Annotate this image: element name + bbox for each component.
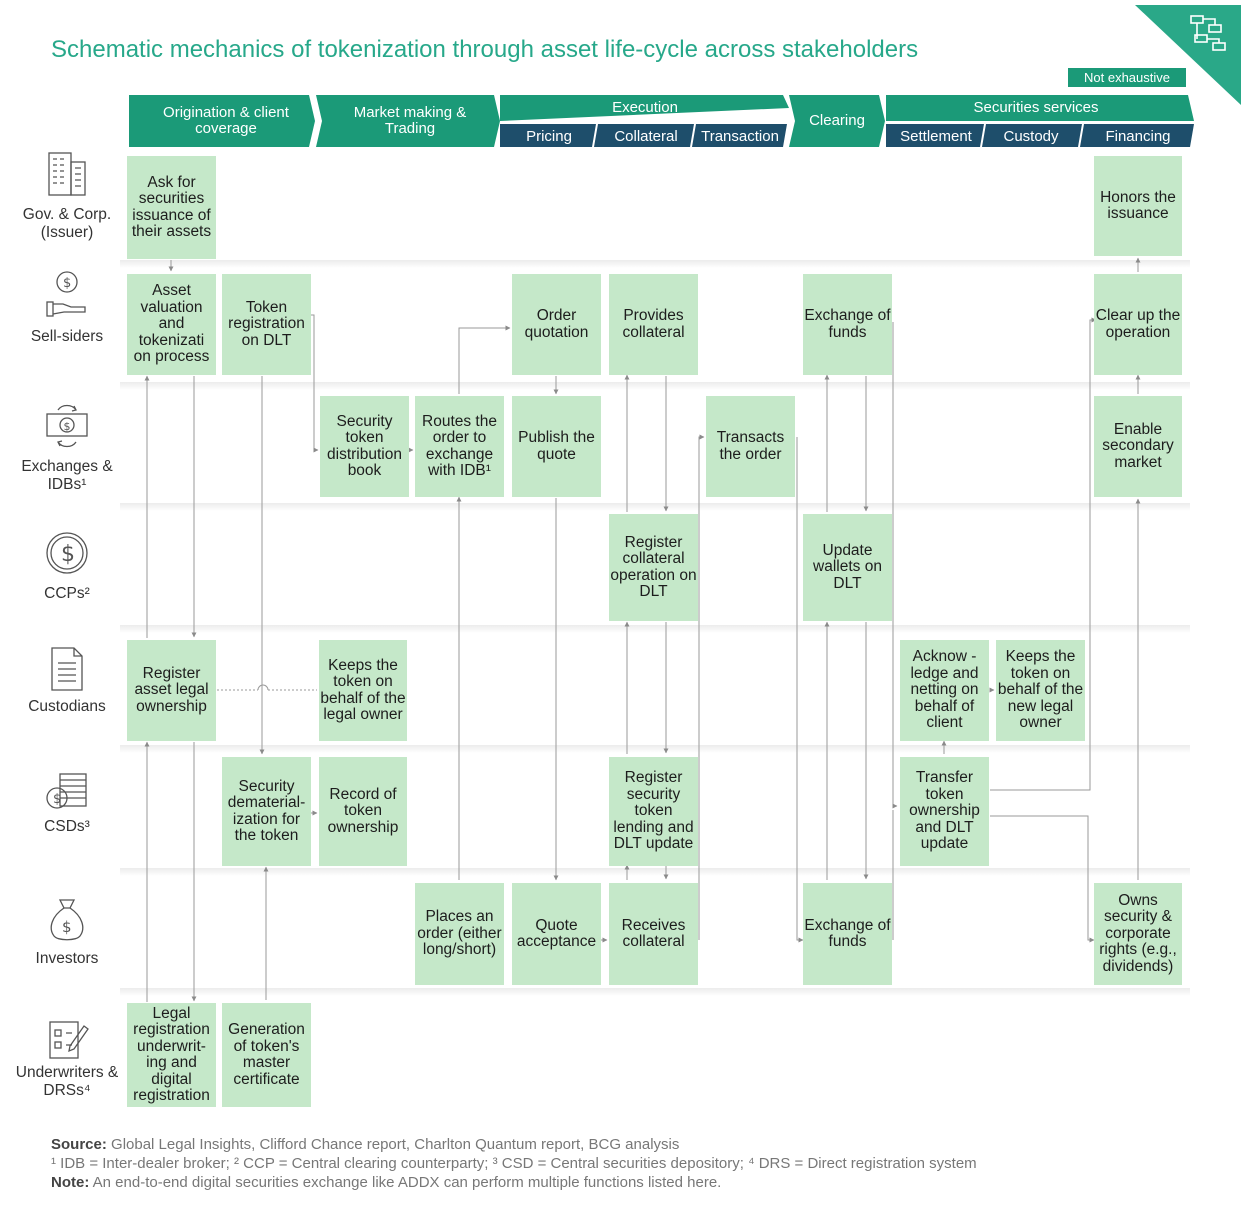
svg-text:$: $ xyxy=(64,420,71,433)
row-label-csds: CSDs³ xyxy=(44,818,90,835)
svg-text:$: $ xyxy=(63,276,71,291)
box-dematerialization: Security dematerial- ization for the tok… xyxy=(222,757,311,866)
header-transaction: Transaction xyxy=(701,128,779,145)
box-exchange-funds-investor: Exchange of funds xyxy=(803,883,892,985)
dollar-coin-icon: $ xyxy=(46,532,88,574)
svg-text:$: $ xyxy=(62,918,72,936)
box-security-token-book: Security token distribution book xyxy=(320,396,409,497)
corner-flag xyxy=(1135,5,1241,105)
box-exchange-funds-seller: Exchange of funds xyxy=(803,274,892,375)
contract-pen-icon xyxy=(49,1021,89,1059)
box-register-lending: Register security token lending and DLT … xyxy=(609,757,698,866)
box-receives-collateral: Receives collateral xyxy=(609,883,698,985)
box-publish-quote: Publish the quote xyxy=(512,396,601,497)
header-origination: Origination & client coverage xyxy=(163,104,289,137)
box-acknowledge: Acknow -ledge and netting on behalf of c… xyxy=(900,640,989,741)
box-register-collateral: Register collateral operation on DLT xyxy=(609,514,698,621)
row-band xyxy=(120,260,1190,268)
header-financing: Financing xyxy=(1105,128,1171,145)
row-label-sell-siders: Sell-siders xyxy=(30,328,104,345)
header-collateral: Collateral xyxy=(614,128,678,145)
header-custody: Custody xyxy=(1003,128,1059,145)
box-keeps-token-new: Keeps the token on behalf of the new leg… xyxy=(996,640,1085,741)
box-token-registration: Token registration on DLT xyxy=(222,274,311,375)
source-text: Global Legal Insights, Clifford Chance r… xyxy=(106,1136,680,1153)
box-update-wallets: Update wallets on DLT xyxy=(803,514,892,621)
source-line: Source: Global Legal Insights, Clifford … xyxy=(51,1136,679,1153)
box-ask-issuance: Ask for securities issuance of their ass… xyxy=(127,156,216,259)
row-label-issuer: Gov. & Corp. (Issuer) xyxy=(22,206,112,241)
header-clearing: Clearing xyxy=(809,112,865,129)
row-label-investors: Investors xyxy=(35,950,99,967)
coins-stack-icon: $ xyxy=(46,773,87,809)
header-pricing: Pricing xyxy=(526,128,572,145)
box-provides-collateral: Provides collateral xyxy=(609,274,698,375)
box-asset-valuation: Asset valuation and tokenizati on proces… xyxy=(127,274,216,375)
money-bag-icon: $ xyxy=(50,899,84,941)
currency-exchange-icon: $ xyxy=(46,404,88,448)
flowchart-icon xyxy=(1190,15,1226,51)
source-label: Source: xyxy=(51,1136,107,1153)
note-label: Note: xyxy=(51,1174,90,1191)
page-title: Schematic mechanics of tokenization thro… xyxy=(51,36,919,63)
box-keeps-token-legal: Keeps the token on behalf of the legal o… xyxy=(319,640,407,741)
row-band xyxy=(120,868,1190,876)
row-label-underwriters: Underwriters & DRSs⁴ xyxy=(15,1064,119,1099)
svg-text:$: $ xyxy=(53,792,61,807)
row-label-custodians: Custodians xyxy=(28,698,106,715)
document-icon xyxy=(51,647,83,691)
building-icon xyxy=(48,152,86,196)
abbreviations-line: ¹ IDB = Inter-dealer broker; ² CCP = Cen… xyxy=(51,1155,977,1172)
note-text: An end-to-end digital securities exchang… xyxy=(89,1174,722,1191)
header-securities-services: Securities services xyxy=(973,99,1099,116)
row-band xyxy=(120,745,1190,753)
box-places-order: Places an order (either long/short) xyxy=(415,883,504,985)
row-label-ccps: CCPs² xyxy=(44,585,90,602)
box-honors-issuance: Honors the issuance xyxy=(1094,156,1182,256)
box-register-legal: Register asset legal ownership xyxy=(127,640,216,741)
row-band xyxy=(120,625,1190,633)
box-clear-up: Clear up the operation xyxy=(1094,274,1182,375)
box-legal-registration: Legal registration underwrit- ing and di… xyxy=(127,1003,216,1107)
box-record-ownership: Record of token ownership xyxy=(319,757,407,866)
box-order-quotation: Order quotation xyxy=(512,274,601,375)
not-exhaustive-badge: Not exhaustive xyxy=(1068,68,1186,87)
box-transacts-order: Transacts the order xyxy=(706,396,795,497)
row-label-exchanges: Exchanges & IDBs¹ xyxy=(21,458,113,493)
coin-hand-icon: $ xyxy=(46,271,86,317)
row-band xyxy=(120,988,1190,996)
box-enable-secondary: Enable secondary market xyxy=(1094,396,1182,497)
box-transfer-token: Transfer token ownership and DLT update xyxy=(900,757,989,866)
header-settlement: Settlement xyxy=(900,128,972,145)
svg-text:$: $ xyxy=(61,542,75,567)
box-routes-order: Routes the order to exchange with IDB¹ xyxy=(415,396,504,497)
note-line: Note: An end-to-end digital securities e… xyxy=(51,1174,721,1191)
box-quote-acceptance: Quote acceptance xyxy=(512,883,601,985)
row-band xyxy=(120,503,1190,511)
box-owns-security: Owns security & corporate rights (e.g., … xyxy=(1094,883,1182,985)
box-generation-certificate: Generation of token's master certificate xyxy=(222,1003,311,1107)
header-market-making: Market making & Trading xyxy=(353,104,467,137)
header-execution: Execution xyxy=(612,99,678,116)
row-band xyxy=(120,382,1190,390)
